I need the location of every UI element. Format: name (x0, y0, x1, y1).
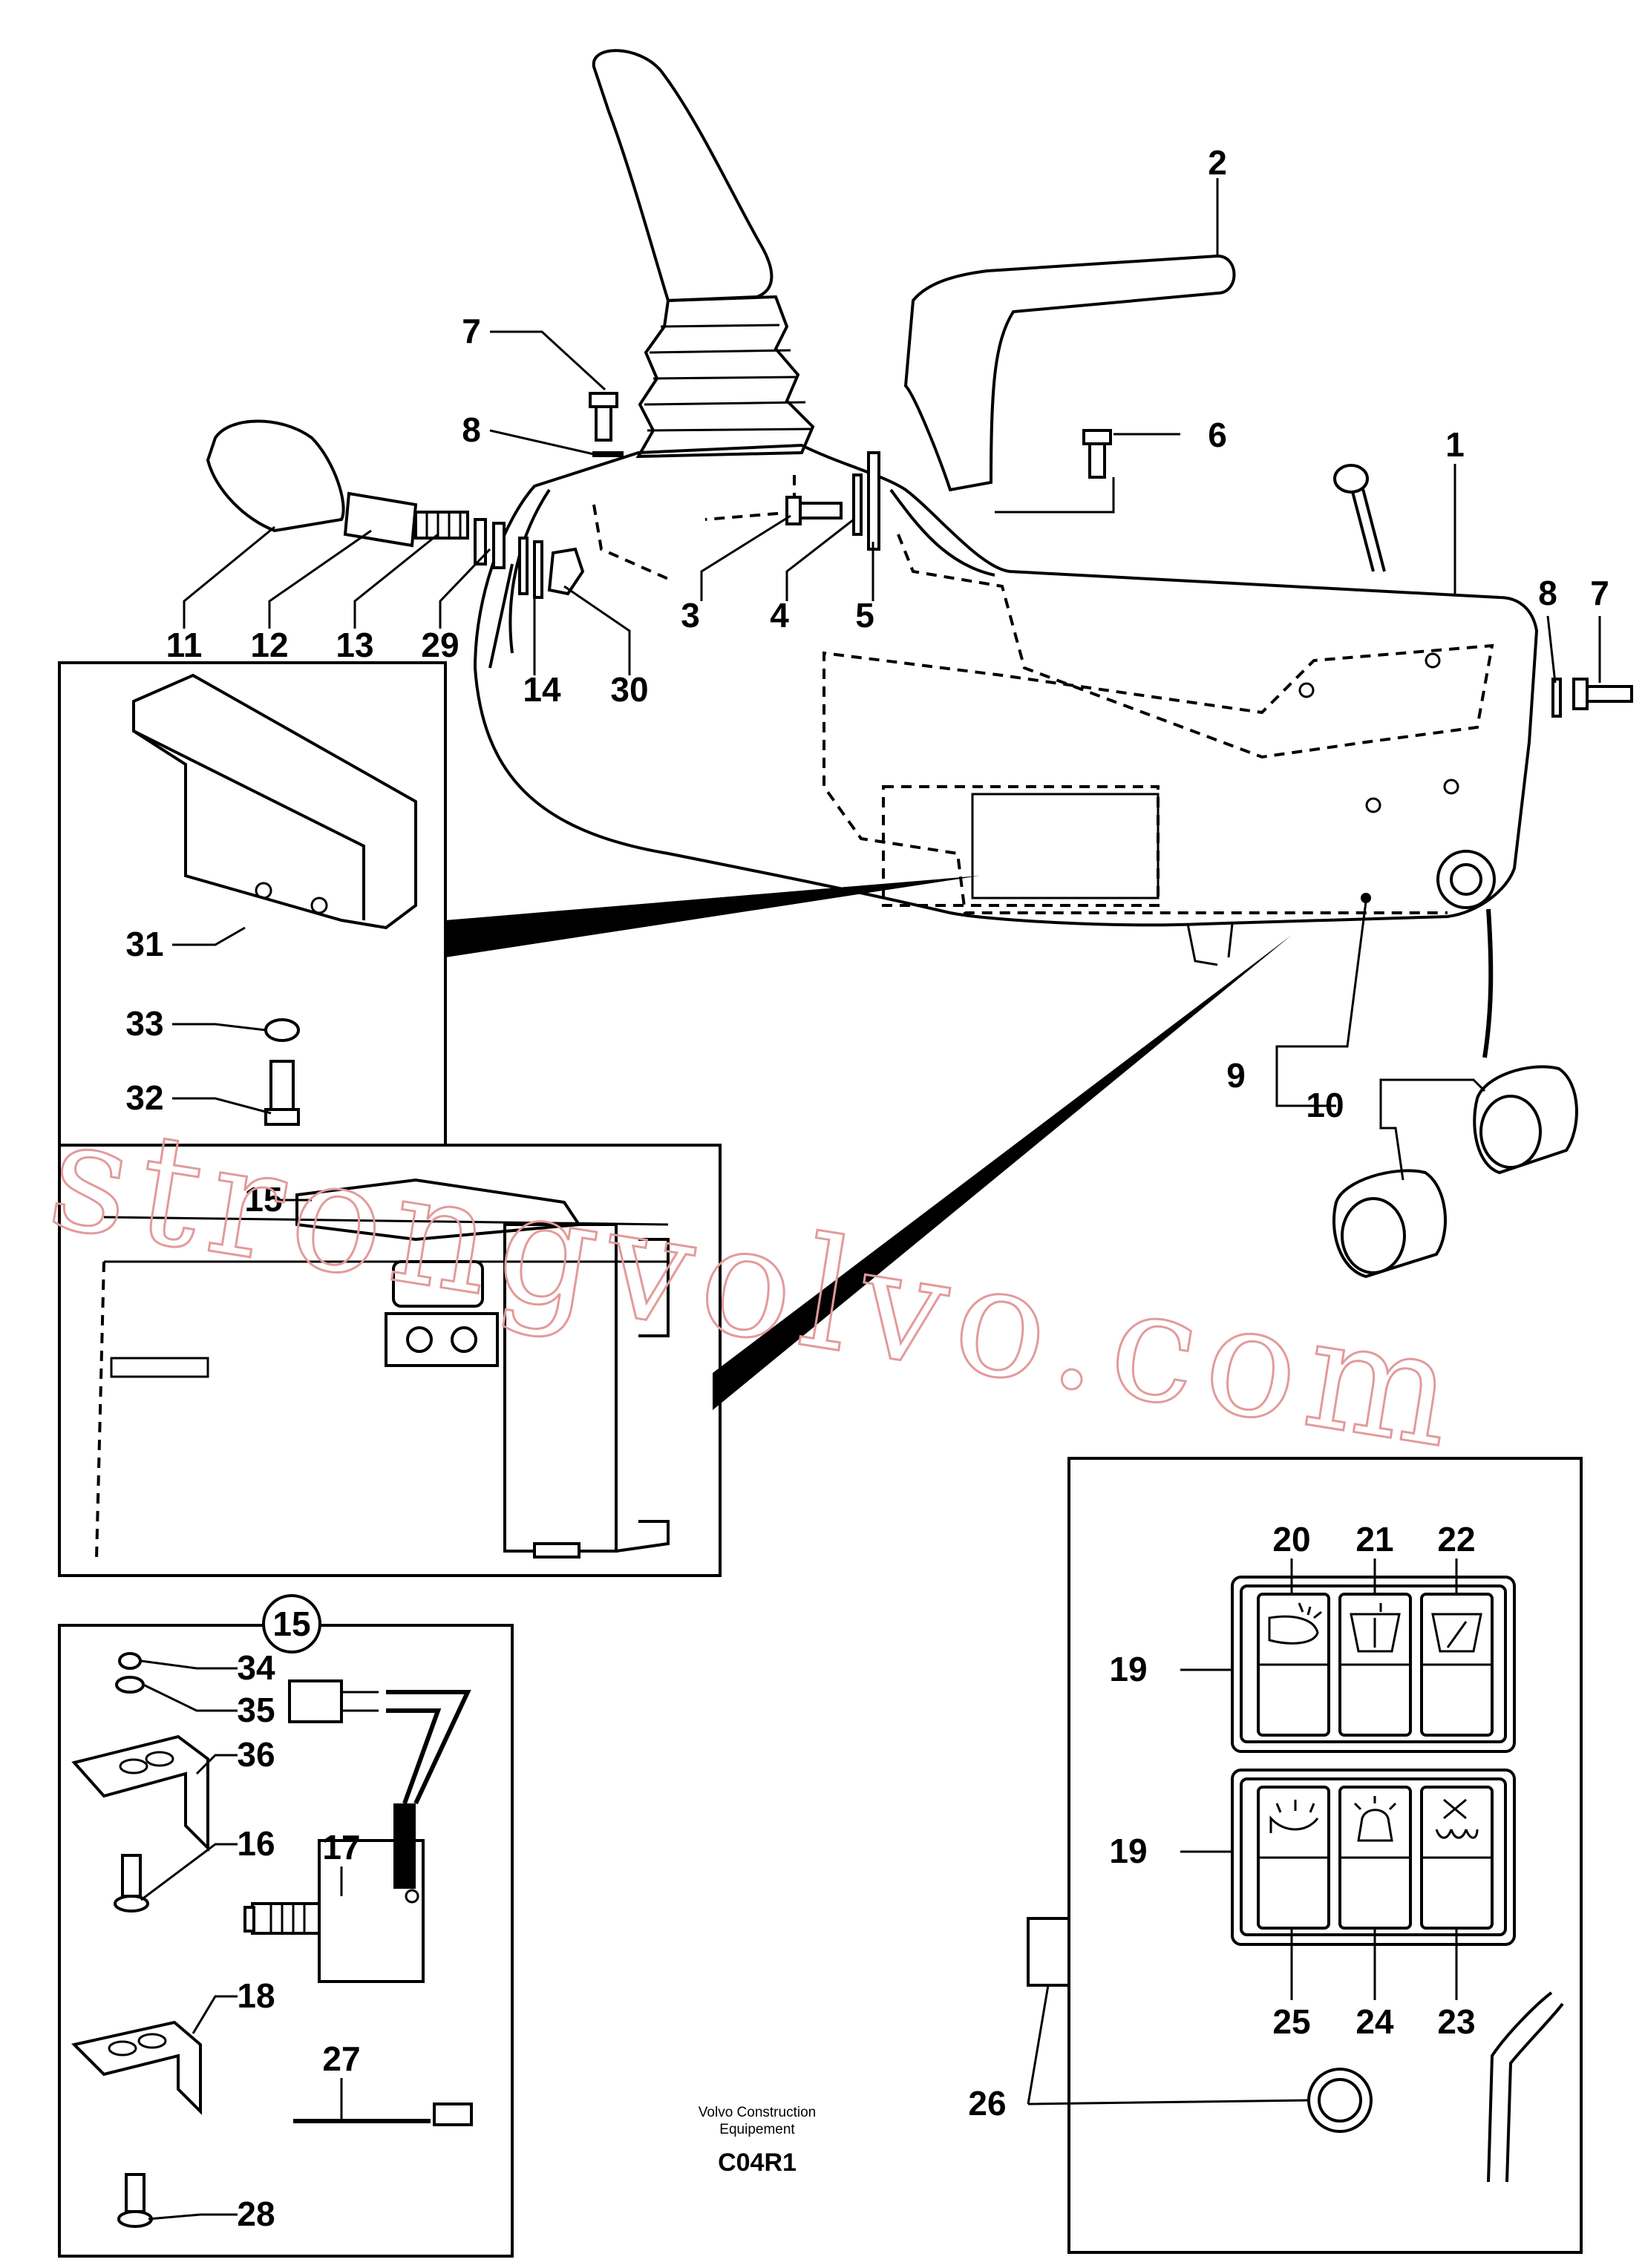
callout-7: 7 (462, 312, 481, 350)
callout-7b: 7 (1590, 574, 1609, 612)
callout-34: 34 (237, 1648, 275, 1687)
callout-2: 2 (1208, 143, 1227, 182)
callout-22: 22 (1437, 1520, 1475, 1559)
pivot-bushing (1436, 850, 1496, 909)
callout-27: 27 (322, 2039, 360, 2078)
bracket-inset (58, 661, 980, 1147)
rear-work-light-icon (1269, 1800, 1319, 1833)
callout-labels: 1 2 3 4 5 6 7 8 9 10 11 12 13 14 15 16 1… (125, 143, 1609, 2233)
switch-block-bottom (1231, 1769, 1516, 1946)
switch-22 (1420, 1593, 1494, 1737)
watermark: strongvolvo.com (39, 1086, 1474, 1483)
callout-5: 5 (855, 596, 874, 635)
callout-15: 15 (244, 1180, 282, 1219)
washer-33 (264, 1018, 300, 1042)
switch-inset (58, 935, 1292, 1577)
switch-panel-inset (1027, 1457, 1583, 2254)
console-inner-hidden (592, 475, 1494, 914)
figure-caption: Volvo Construction Equipement C04R1 (699, 2105, 816, 2177)
callout-36: 36 (237, 1735, 275, 1774)
leader-lines (140, 178, 1601, 2221)
joystick-grip (592, 49, 774, 303)
switch-25 (1257, 1786, 1330, 1930)
callout-4: 4 (770, 596, 789, 635)
callout-3: 3 (681, 596, 700, 635)
callout-1: 1 (1445, 425, 1465, 464)
lever-handle (903, 254, 1236, 492)
callout-30: 30 (610, 670, 648, 709)
windshield-washer-icon (1350, 1603, 1401, 1653)
callout-19a: 19 (1109, 1650, 1147, 1688)
switch-20 (1257, 1593, 1330, 1737)
panel-lever (1487, 1991, 1564, 2183)
callout-21: 21 (1355, 1520, 1393, 1559)
part-26-plug (1027, 1917, 1070, 1987)
callout-19b: 19 (1109, 1832, 1147, 1870)
caption-line1: Volvo Construction (699, 2105, 816, 2120)
switch-21 (1338, 1593, 1412, 1737)
connector-10b (1332, 1169, 1447, 1279)
caption-line2: Equipement (719, 2122, 795, 2137)
callout-29: 29 (421, 626, 459, 664)
callout-23: 23 (1437, 2002, 1475, 2041)
callout-31: 31 (125, 925, 163, 963)
callout-18: 18 (237, 1976, 275, 2015)
callout-8b: 8 (1538, 574, 1557, 612)
callout-8: 8 (462, 410, 481, 449)
callout-25: 25 (1272, 2002, 1310, 2041)
caption-code: C04R1 (718, 2149, 797, 2177)
callout-12: 12 (250, 626, 288, 664)
fasteners-main (206, 392, 1633, 718)
small-lever (1350, 485, 1386, 572)
callout-6: 6 (1208, 416, 1227, 454)
inset-15-badge-label: 15 (272, 1605, 310, 1643)
harness-cable (1482, 908, 1494, 1058)
heater-fan-icon (1435, 1798, 1479, 1839)
callout-9: 9 (1226, 1056, 1246, 1095)
callout-11: 11 (166, 626, 203, 664)
callout-28: 28 (237, 2195, 275, 2233)
callout-14: 14 (523, 670, 561, 709)
switch-detail-inset (58, 1594, 514, 2258)
connector-10a (1473, 1065, 1578, 1175)
callout-20: 20 (1272, 1520, 1310, 1559)
control-console-assembly (473, 49, 1539, 1058)
callout-13: 13 (336, 626, 373, 664)
lever-knob (206, 419, 345, 533)
bracket (132, 673, 417, 930)
callout-17: 17 (322, 1828, 360, 1866)
callout-33: 33 (125, 1004, 163, 1043)
switch-24 (1338, 1786, 1412, 1930)
bolt-32 (269, 1060, 295, 1111)
callout-24: 24 (1355, 2002, 1394, 2041)
inset-15-badge (262, 1594, 321, 1654)
work-light-icon (1268, 1602, 1322, 1645)
switch-block-top (1231, 1576, 1516, 1753)
switch-23 (1420, 1786, 1494, 1930)
joystick-boot (635, 295, 815, 459)
callout-32: 32 (125, 1078, 163, 1117)
callout-35: 35 (237, 1691, 275, 1729)
windshield-wiper-icon (1431, 1613, 1482, 1653)
callout-10: 10 (1306, 1086, 1344, 1124)
callout-16: 16 (237, 1824, 275, 1863)
rotating-beacon-icon (1353, 1796, 1397, 1842)
console-body (473, 443, 1539, 927)
callout-26: 26 (968, 2084, 1006, 2123)
connectors (1332, 1065, 1578, 1279)
